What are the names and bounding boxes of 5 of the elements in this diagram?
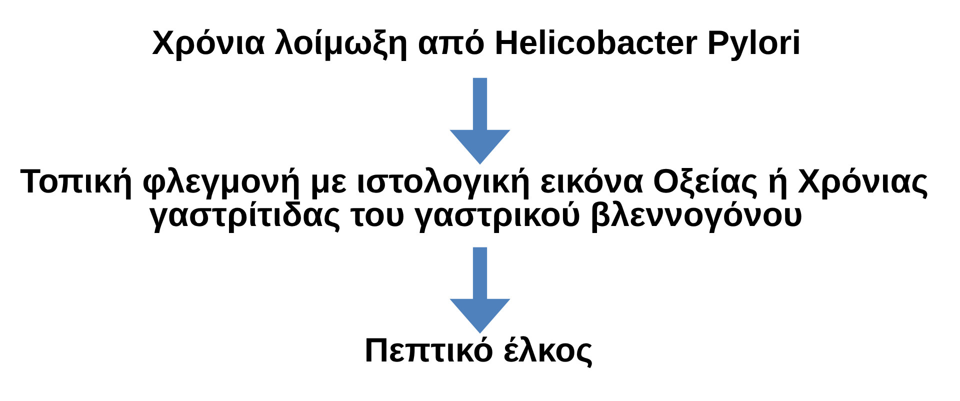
arrow <box>450 78 510 165</box>
node-text: Πεπτικό έλκος <box>364 332 594 370</box>
node-text: Χρόνια λοίμωξη από Helicobacter Pylori <box>152 24 802 62</box>
node-text: Τοπική φλεγμονή με ιστολογική εικόνα Οξείας ή Χρόνιας γαστρίτιδας του γαστρικού βλεννογόνου <box>20 162 929 234</box>
arrow <box>450 247 510 334</box>
